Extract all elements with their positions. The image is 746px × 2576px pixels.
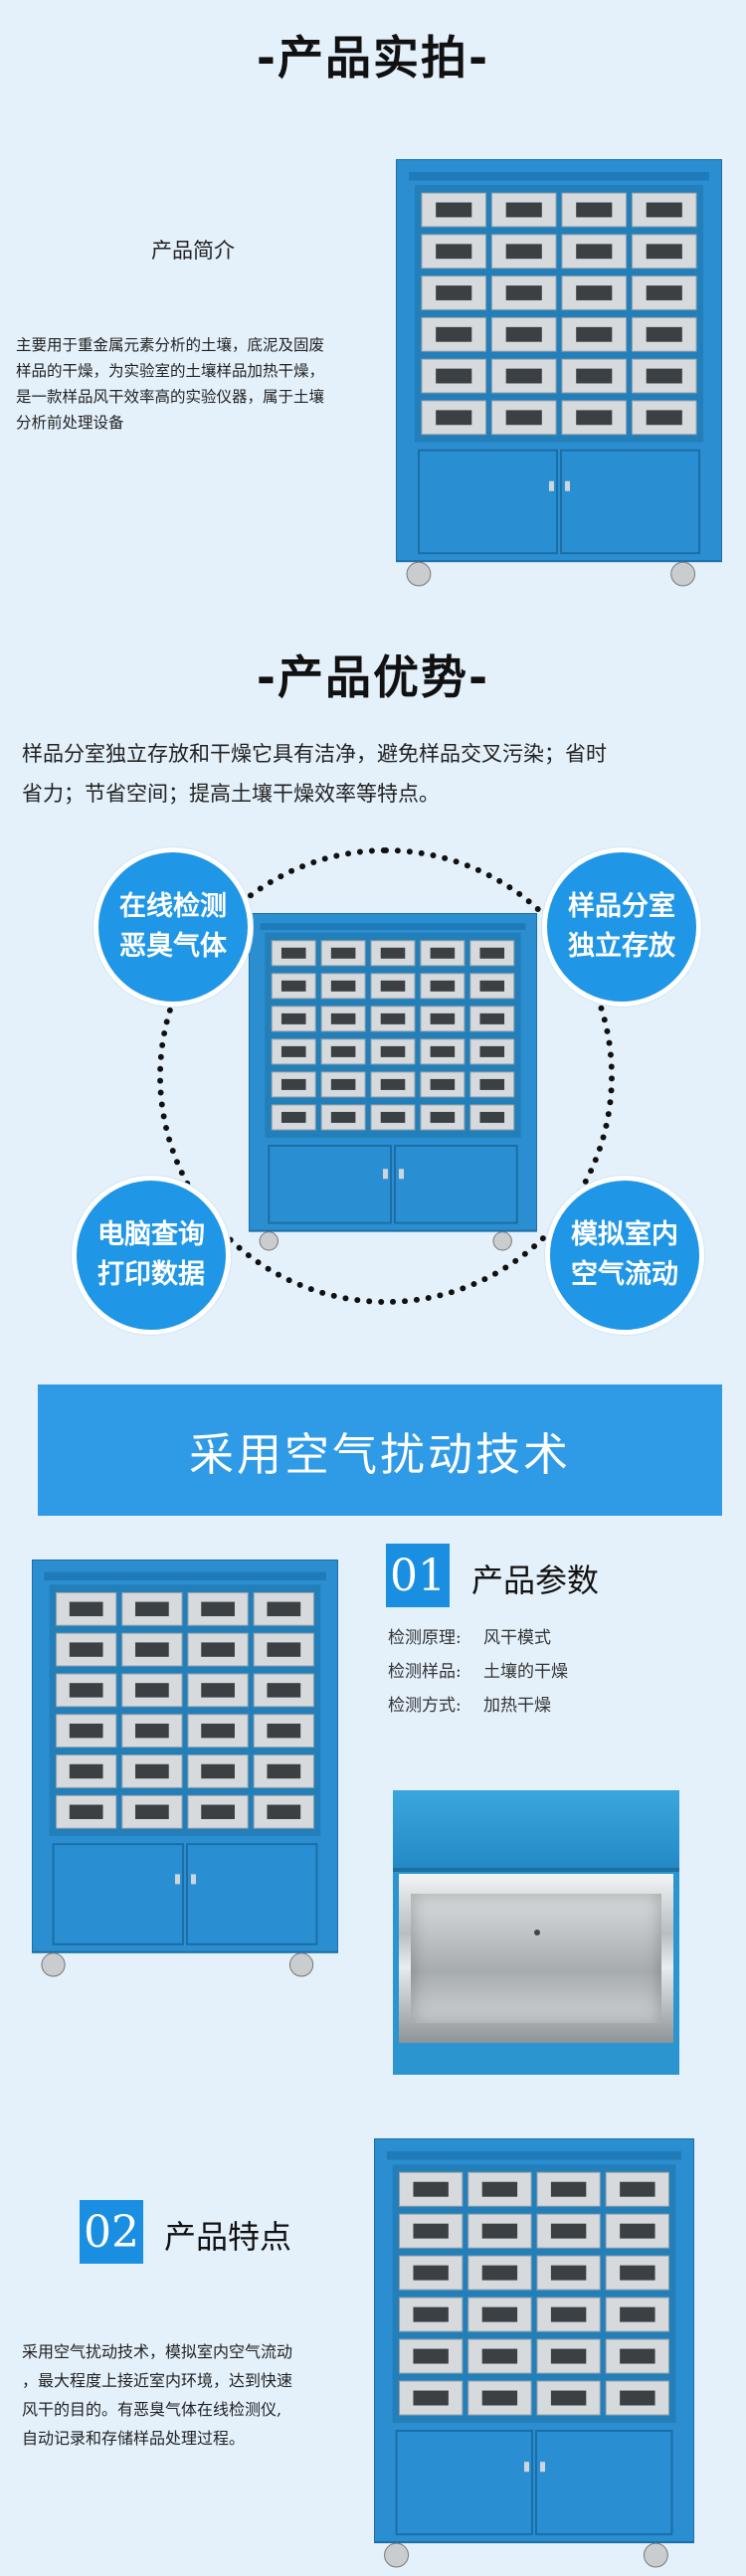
feature-online-detection: 在线检测恶臭气体 xyxy=(93,847,253,1007)
feature-separate-storage: 样品分室独立存放 xyxy=(542,847,701,1007)
params-number-badge: 01 xyxy=(386,1544,450,1607)
cabinet-photo-1 xyxy=(395,158,723,587)
cabinet-photo-3 xyxy=(31,1559,339,1977)
params-row: 检测样品: 土壤的干燥 xyxy=(388,1655,726,1689)
intro-heading: 产品简介 xyxy=(151,239,235,263)
feature-line: 在线检测 xyxy=(119,891,227,922)
drawer-panel xyxy=(320,973,366,1000)
params-list: 检测原理: 风干模式 检测样品: 土壤的干燥 检测方式: 加热干燥 xyxy=(388,1621,726,1723)
cabinet-photo-2 xyxy=(248,912,538,1251)
feature-line: 恶臭气体 xyxy=(119,931,227,962)
params-row: 检测原理: 风干模式 xyxy=(388,1621,726,1655)
params-title: 产品参数 xyxy=(471,1562,600,1599)
feature-computer-query: 电脑查询打印数据 xyxy=(72,1176,231,1335)
feature-line: 模拟室内 xyxy=(571,1219,678,1250)
params-value: 加热干燥 xyxy=(483,1696,551,1716)
advantage-line: 省力；节省空间；提高土壤干燥效率等特点。 xyxy=(22,782,440,806)
cabinet-svg xyxy=(31,1559,339,1977)
advantage-line: 样品分室独立存放和干燥它具有洁净，避免样品交叉污染；省时 xyxy=(22,742,607,766)
drawer-panel xyxy=(469,1071,515,1098)
features-line: 采用空气扰动技术，模拟室内空气流动 xyxy=(22,2342,293,2361)
params-value: 土壤的干燥 xyxy=(483,1662,568,1682)
intro-line: 主要用于重金属元素分析的土壤，底泥及固废 xyxy=(16,336,325,354)
intro-line: 样品的干燥，为实验室的土壤样品加热干燥， xyxy=(16,362,325,380)
technology-banner: 采用空气扰动技术 xyxy=(38,1384,722,1516)
intro-line: 是一款样品风干效率高的实验仪器，属于土壤 xyxy=(16,388,325,406)
banner-text: 采用空气扰动技术 xyxy=(188,1427,571,1481)
dotted-ring xyxy=(157,847,615,1305)
cabinet-svg xyxy=(395,158,723,587)
params-row: 检测方式: 加热干燥 xyxy=(388,1689,726,1723)
params-key: 检测方式: xyxy=(388,1696,462,1716)
params-key: 检测样品: xyxy=(388,1662,462,1682)
section-title-advantage: -产品优势- xyxy=(256,650,490,704)
features-text: 采用空气扰动技术，模拟室内空气流动 ，最大程度上接近室内环境，达到快速 风干的目… xyxy=(22,2337,360,2453)
drawer-panel xyxy=(253,1714,314,1748)
cabinet-svg xyxy=(248,912,538,1251)
feature-line: 独立存放 xyxy=(568,931,675,962)
features-line: 风干的目的。有恶臭气体在线检测仪, xyxy=(22,2400,282,2419)
feature-line: 样品分室 xyxy=(568,891,675,922)
features-title: 产品特点 xyxy=(164,2218,292,2256)
feature-air-flow: 模拟室内空气流动 xyxy=(545,1176,704,1335)
features-line: ，最大程度上接近室内环境，达到快速 xyxy=(22,2371,293,2390)
drawer-panel xyxy=(121,1591,183,1626)
drawer-panel xyxy=(420,1071,466,1098)
drawer-panel xyxy=(370,973,416,1000)
drawer-panel xyxy=(187,1673,249,1708)
feature-line: 空气流动 xyxy=(571,1259,678,1290)
cabinet-svg xyxy=(373,2137,695,2568)
drawer-panel xyxy=(187,1754,249,1788)
drawer-panel xyxy=(490,400,557,436)
feature-line: 电脑查询 xyxy=(97,1219,205,1250)
drawer-panel xyxy=(469,940,515,967)
section-title-photo: -产品实拍- xyxy=(256,31,490,85)
params-value: 风干模式 xyxy=(483,1628,551,1648)
cabinet-photo-4 xyxy=(373,2137,695,2568)
features-number-badge: 02 xyxy=(80,2200,143,2264)
intro-text: 主要用于重金属元素分析的土壤，底泥及固废 样品的干燥，为实验室的土壤样品加热干燥… xyxy=(16,332,374,436)
advantage-text: 样品分室独立存放和干燥它具有洁净，避免样品交叉污染；省时 省力；节省空间；提高土… xyxy=(22,734,728,814)
drawer-panel xyxy=(253,1754,314,1788)
features-line: 自动记录和存储样品处理过程。 xyxy=(22,2429,246,2448)
feature-line: 打印数据 xyxy=(97,1259,205,1290)
intro-line: 分析前处理设备 xyxy=(16,414,124,432)
params-key: 检测原理: xyxy=(388,1628,462,1648)
chamber-interior-photo xyxy=(393,1790,679,2075)
